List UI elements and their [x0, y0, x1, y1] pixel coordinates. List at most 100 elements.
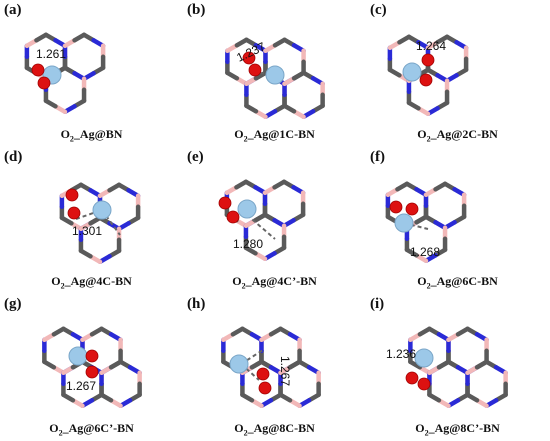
caption-sub: 2 — [243, 428, 248, 438]
ag-atom — [68, 346, 88, 366]
caption-sub: 2 — [426, 281, 431, 291]
oxygen-atom — [258, 381, 272, 395]
bond-length-label: 1.261 — [36, 47, 66, 61]
panel-c: 1.264 (c) O2_Ag@2C-BN — [366, 0, 549, 147]
oxygen-atom — [389, 200, 403, 214]
hex-lattice — [408, 326, 508, 409]
molecule-structure-g: 1.267 — [42, 326, 142, 409]
oxygen-atom — [65, 188, 79, 202]
hex-lattice — [225, 37, 325, 120]
ag-atom — [265, 65, 285, 85]
caption-rest: _Ag@4C-BN — [64, 274, 132, 288]
ag-atom — [92, 200, 112, 220]
caption-sub: 2 — [60, 281, 65, 291]
oxygen-atom — [248, 63, 262, 77]
oxygen-atom — [256, 367, 270, 381]
panel-label: (g) — [4, 296, 22, 312]
bond-length-label: 1.280 — [233, 237, 263, 251]
oxygen-atom — [417, 377, 431, 391]
ag-atom — [402, 62, 422, 82]
panel-g: 1.267 (g) O2_Ag@6C’-BN — [0, 294, 183, 441]
caption-main: O — [234, 421, 244, 435]
panel-label: (a) — [4, 2, 22, 18]
panel-label: (i) — [370, 296, 385, 312]
molecule-structure-a: 1.261 — [24, 32, 106, 115]
oxygen-atom — [37, 76, 51, 90]
panel-caption: O2_Ag@2C-BN — [366, 127, 549, 143]
oxygen-atom — [419, 73, 433, 87]
panel-d: 1.301 (d) O2_Ag@4C-BN — [0, 147, 183, 294]
caption-rest: _Ag@8C-BN — [247, 421, 315, 435]
caption-rest: _Ag@6C-BN — [430, 274, 498, 288]
panel-caption: O2_Ag@8C-BN — [183, 421, 366, 437]
ag-atom — [229, 354, 249, 374]
ag-atom — [237, 199, 257, 219]
caption-main: O — [417, 274, 427, 288]
caption-main: O — [51, 274, 61, 288]
caption-sub: 2 — [69, 134, 74, 144]
hex-lattice — [385, 181, 467, 264]
ag-c-bond-dash — [240, 349, 264, 365]
oxygen-atom — [421, 53, 435, 67]
ag-atom — [394, 213, 414, 233]
oxygen-atom — [242, 51, 256, 65]
ag-atom — [414, 348, 434, 368]
bond-length-label: 1.301 — [72, 224, 102, 238]
bond-length-label: 1.264 — [416, 39, 446, 53]
panel-caption: O2_Ag@1C-BN — [183, 127, 366, 143]
caption-rest: _Ag@BN — [73, 127, 123, 141]
oxygen-atom — [31, 63, 45, 77]
panel-label: (d) — [4, 149, 23, 165]
caption-sub: 2 — [241, 281, 246, 291]
caption-rest: _Ag@8C’-BN — [428, 421, 500, 435]
caption-rest: _Ag@6C’-BN — [62, 421, 134, 435]
oxygen-atom — [405, 371, 419, 385]
caption-sub: 2 — [424, 428, 429, 438]
ag-c-bond-dash — [246, 214, 276, 240]
panel-caption: O2_Ag@4C-BN — [0, 274, 183, 290]
caption-main: O — [234, 127, 244, 141]
oxygen-atom — [405, 202, 419, 216]
caption-rest: _Ag@1C-BN — [247, 127, 315, 141]
caption-rest: _Ag@2C-BN — [430, 127, 498, 141]
panel-label: (h) — [187, 296, 206, 312]
caption-sub: 2 — [426, 134, 431, 144]
panel-h: 1.267 (h) O2_Ag@8C-BN — [183, 294, 366, 441]
caption-main: O — [49, 421, 59, 435]
molecule-structure-i: 1.236 — [386, 326, 508, 409]
panel-label: (c) — [370, 2, 387, 18]
molecule-structure-d: 1.301 — [59, 182, 141, 265]
bond-length-label: 1.268 — [410, 245, 440, 259]
oxygen-atom — [67, 206, 81, 220]
oxygen-atom — [226, 210, 240, 224]
panel-caption: O2_Ag@6C-BN — [366, 274, 549, 290]
panel-caption: O2_Ag@8C’-BN — [366, 421, 549, 437]
caption-main: O — [60, 127, 70, 141]
panel-label: (b) — [187, 2, 206, 18]
panel-caption: O2_Ag@BN — [0, 127, 183, 143]
panel-caption: O2_Ag@4C’-BN — [183, 274, 366, 290]
panel-b: 1.237 (b) O2_Ag@1C-BN — [183, 0, 366, 147]
panel-label: (e) — [187, 149, 204, 165]
molecule-structure-e: 1.280 — [218, 179, 306, 262]
panel-caption: O2_Ag@6C’-BN — [0, 421, 183, 437]
hex-lattice — [387, 34, 469, 117]
panel-a: 1.261 (a) O2_Ag@BN — [0, 0, 183, 147]
bond-length-label: 1.236 — [386, 347, 416, 361]
panel-label: (f) — [370, 149, 385, 165]
ag-c-bond-dash — [101, 209, 121, 236]
bond-length-label: 1.267 — [278, 356, 292, 386]
molecule-structure-h: 1.267 — [221, 326, 321, 409]
panel-i: 1.236 (i) O2_Ag@8C’-BN — [366, 294, 549, 441]
molecule-structure-c: 1.264 — [387, 34, 469, 117]
caption-sub: 2 — [58, 428, 63, 438]
oxygen-atom — [218, 196, 232, 210]
oxygen-atom — [85, 365, 99, 379]
bond-length-label: 1.267 — [66, 379, 96, 393]
molecule-structure-b: 1.237 — [225, 37, 325, 120]
panel-e: 1.280 (e) O2_Ag@4C’-BN — [183, 147, 366, 294]
hex-lattice — [221, 326, 321, 409]
oxygen-atom — [85, 349, 99, 363]
caption-sub: 2 — [243, 134, 248, 144]
panel-f: 1.268 (f) O2_Ag@6C-BN — [366, 147, 549, 294]
